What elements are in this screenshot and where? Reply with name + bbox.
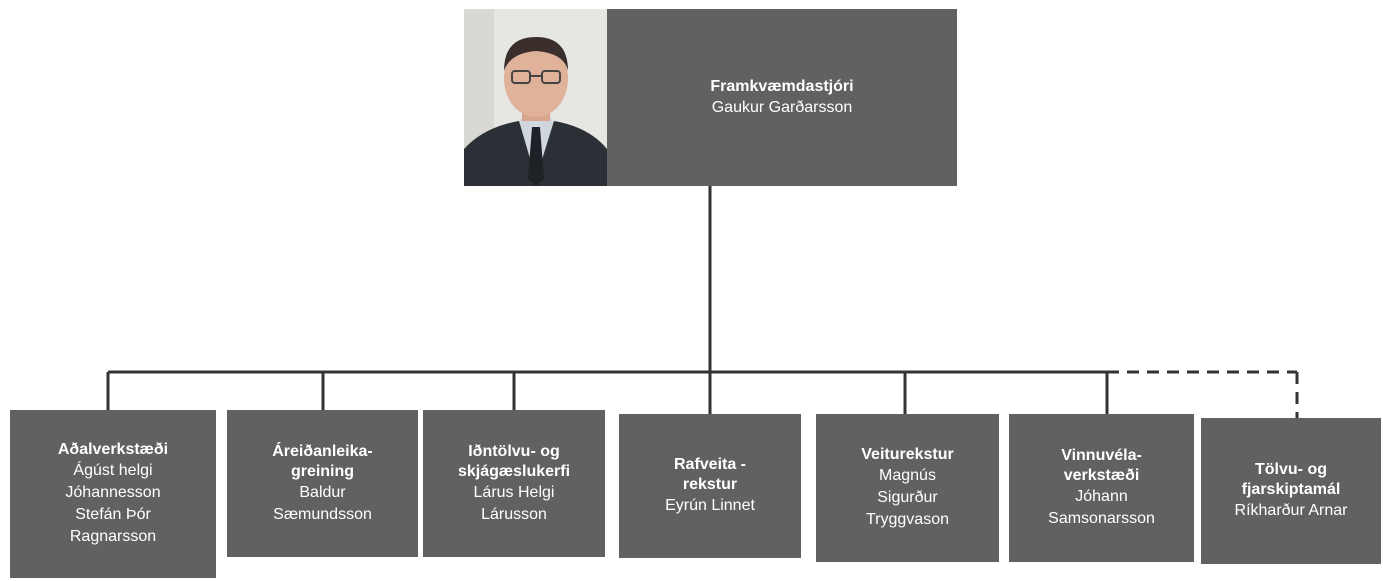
unit-box-2: Áreiðanleika- greining Baldur Sæmundsson [227, 410, 418, 557]
director-box: Framkvæmdastjóri Gaukur Garðarsson [607, 9, 957, 186]
unit-title: Aðalverkstæði [57, 441, 169, 458]
unit-box-4: Rafveita - rekstur Eyrún Linnet [619, 414, 801, 558]
unit-title: Tölvu- og fjarskiptamál [1241, 461, 1341, 498]
director-photo [464, 9, 607, 186]
unit-names: Baldur Sæmundsson [273, 483, 372, 523]
unit-title: Rafveita - rekstur [673, 456, 747, 493]
unit-names: Eyrún Linnet [665, 497, 755, 514]
unit-title: Veiturekstur [861, 446, 954, 463]
unit-names: Magnús Sigurður Tryggvason [866, 467, 949, 528]
unit-names: Ríkharður Arnar [1234, 502, 1348, 519]
unit-names: Ágúst helgi Jóhannesson Stefán Þór Ragna… [65, 462, 161, 545]
unit-box-7: Tölvu- og fjarskiptamál Ríkharður Arnar [1201, 418, 1381, 564]
unit-title: Áreiðanleika- greining [272, 442, 373, 480]
unit-box-5: Veiturekstur Magnús Sigurður Tryggvason [816, 414, 999, 562]
unit-names: Lárus Helgi Lárusson [473, 483, 555, 523]
unit-box-3: Iðntölvu- og skjágæslukerfi Lárus Helgi … [423, 410, 605, 557]
director-name: Gaukur Garðarsson [711, 98, 853, 116]
person-photo-icon [464, 9, 607, 186]
director-title: Framkvæmdastjóri [710, 77, 854, 95]
unit-box-6: Vinnuvéla- verkstæði Jóhann Samsonarsson [1009, 414, 1194, 562]
unit-names: Jóhann Samsonarsson [1048, 488, 1155, 527]
unit-box-1: Aðalverkstæði Ágúst helgi Jóhannesson St… [10, 410, 216, 578]
unit-title: Iðntölvu- og skjágæslukerfi [457, 442, 571, 480]
unit-title: Vinnuvéla- verkstæði [1061, 447, 1142, 484]
